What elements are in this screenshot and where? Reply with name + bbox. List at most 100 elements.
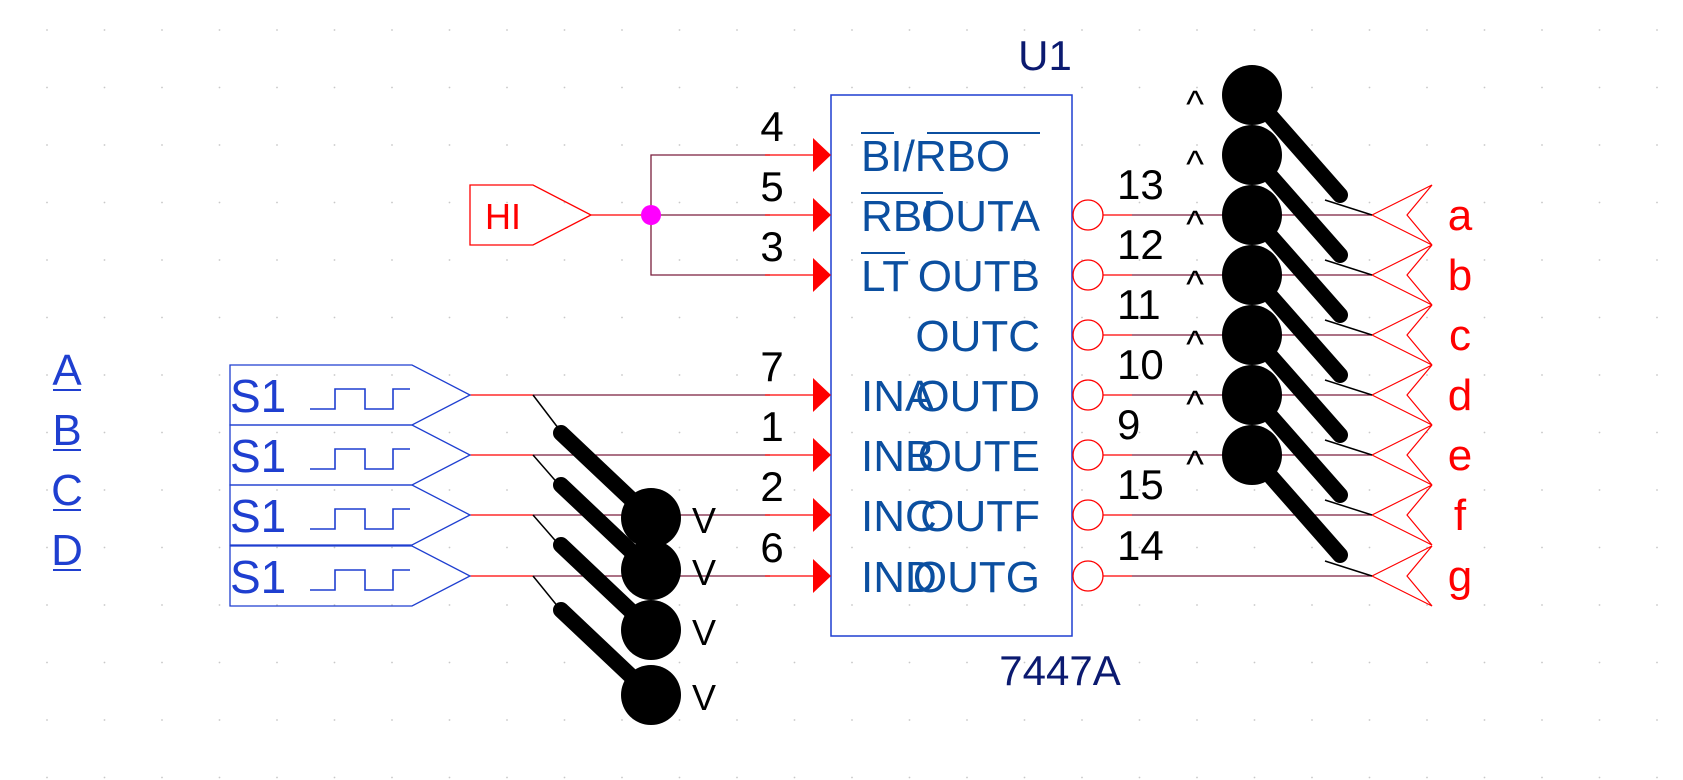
grid-dot [103, 604, 106, 606]
grid-dot [1656, 546, 1658, 549]
grid-dot [621, 86, 623, 89]
voltage-probe-icon[interactable] [621, 600, 681, 660]
grid-dot [1138, 431, 1141, 434]
voltage-probe-icon[interactable] [1222, 305, 1282, 365]
grid-dot [793, 259, 796, 261]
junction-dot [641, 205, 661, 225]
grid-dot [333, 546, 336, 549]
grid-dot [908, 259, 911, 261]
stimulus-source[interactable] [229, 545, 472, 607]
grid-dot [1311, 29, 1313, 31]
grid-dot [1253, 661, 1256, 664]
grid-dot [391, 719, 393, 721]
grid-dot [103, 29, 106, 31]
grid-dot [1196, 604, 1198, 606]
pin-number: 11 [1117, 281, 1161, 328]
grid-dot [1138, 259, 1141, 261]
grid-dot [1483, 144, 1486, 146]
voltage-probe-icon[interactable] [621, 665, 681, 725]
grid-dot [333, 86, 336, 89]
grid-dot [1656, 431, 1658, 434]
voltage-probe-icon[interactable] [1222, 125, 1282, 185]
stimulus-source[interactable] [229, 364, 472, 426]
grid-dot [276, 431, 278, 434]
pin-input-arrow [813, 498, 831, 532]
grid-dot [161, 776, 163, 779]
grid-dot [506, 776, 508, 779]
grid-dot [506, 201, 508, 204]
grid-dot [736, 144, 738, 146]
grid-dot [1023, 86, 1026, 89]
voltage-probe-icon[interactable] [1222, 425, 1282, 485]
probe-symbol: ^ [1186, 264, 1204, 306]
grid-dot [333, 29, 336, 31]
stimulus-source[interactable] [229, 424, 472, 486]
grid-dot [1138, 661, 1141, 664]
grid-dot [448, 144, 451, 146]
input-label: C [51, 466, 83, 515]
grid-dot [1196, 489, 1198, 491]
grid-dot [1196, 259, 1198, 261]
pin-name: OUTG [913, 553, 1040, 602]
grid-dot [1426, 201, 1428, 204]
output-port-marker [1371, 424, 1433, 486]
pin-name: INC [861, 492, 937, 541]
ic-right-pins: 13OUTA12OUTB11OUTC10OUTD9OUTE15OUTF14OUT… [913, 161, 1164, 602]
grid-dot [621, 776, 623, 779]
grid-dot [1196, 201, 1198, 204]
stimulus-label: S1 [230, 430, 286, 482]
pin-name: LT [861, 252, 909, 301]
output-voltage-probes[interactable]: ^^^^^^^ [1186, 65, 1373, 577]
voltage-probe-icon[interactable] [1222, 65, 1282, 125]
grid-dot [1138, 316, 1141, 319]
voltage-probe-icon[interactable] [621, 540, 681, 600]
grid-dot [506, 144, 508, 146]
grid-dot [1253, 489, 1256, 491]
grid-dot [333, 489, 336, 491]
grid-dot [448, 431, 451, 434]
hi-source[interactable]: HI [469, 184, 661, 246]
grid-dot [1196, 316, 1198, 319]
grid-dot [1023, 316, 1026, 319]
grid-dot [908, 201, 911, 204]
grid-dot [1541, 489, 1543, 491]
voltage-probe-icon[interactable] [621, 488, 681, 548]
grid-dot [276, 316, 278, 319]
grid-dot [1656, 489, 1658, 491]
output-port-label: c [1449, 311, 1471, 360]
grid-dot [736, 604, 738, 606]
voltage-probe-icon[interactable] [1222, 245, 1282, 305]
grid-dot [851, 776, 853, 779]
ic-7447a[interactable]: U1 7447A [830, 32, 1121, 694]
grid-dot [1483, 776, 1486, 779]
grid-dot [161, 201, 163, 204]
grid-dot [1138, 201, 1141, 204]
grid-dot [966, 661, 968, 664]
grid-dot [161, 431, 163, 434]
grid-dot [506, 86, 508, 89]
grid-dot [333, 431, 336, 434]
grid-dot [1311, 661, 1313, 664]
grid-dot [563, 259, 566, 261]
grid-dot [1426, 604, 1428, 606]
voltage-probe-icon[interactable] [1222, 365, 1282, 425]
grid-dot [1023, 489, 1026, 491]
grid-dot [448, 661, 451, 664]
grid-dot [391, 144, 393, 146]
grid-dot [1426, 144, 1428, 146]
grid-dot [851, 201, 853, 204]
grid-dot [678, 316, 681, 319]
voltage-probe-icon[interactable] [1222, 185, 1282, 245]
grid-dot [333, 661, 336, 664]
grid-dot [46, 86, 48, 89]
grid-dot [678, 776, 681, 779]
grid-dot [793, 431, 796, 434]
grid-dot [1656, 29, 1658, 31]
output-port-label: b [1448, 251, 1472, 300]
probe-symbol: V [692, 677, 716, 718]
stimulus-source[interactable] [229, 484, 472, 546]
grid-dot [678, 489, 681, 491]
